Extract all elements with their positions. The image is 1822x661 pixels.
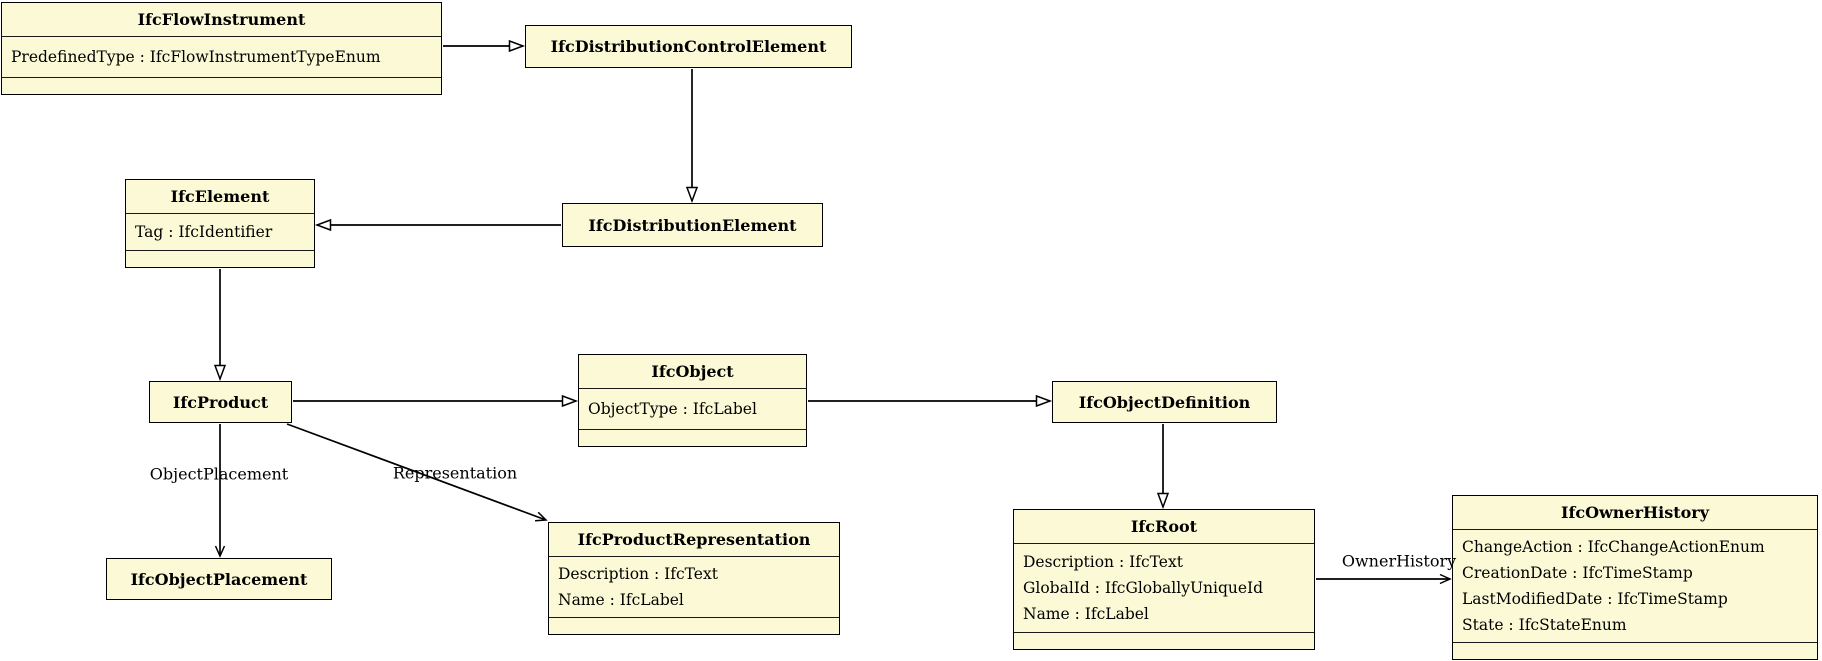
operations-compartment	[2, 77, 441, 94]
attributes-compartment: ObjectType : IfcLabel	[579, 388, 806, 429]
attribute-line: State : IfcStateEnum	[1462, 616, 1627, 634]
class-title: IfcDistributionElement	[588, 215, 797, 235]
operations-compartment	[579, 429, 806, 446]
class-box-ifcproduct: IfcProduct	[149, 381, 292, 423]
class-box-ifcobjectdefinition: IfcObjectDefinition	[1052, 381, 1277, 423]
class-title: IfcProductRepresentation	[577, 530, 811, 549]
attributes-compartment: ChangeAction : IfcChangeActionEnum Creat…	[1453, 529, 1817, 642]
class-title: IfcObject	[651, 362, 734, 381]
class-box-ifcobject: IfcObject ObjectType : IfcLabel	[578, 354, 807, 447]
attributes-compartment: Description : IfcText Name : IfcLabel	[549, 556, 839, 617]
class-box-ifcobjectplacement: IfcObjectPlacement	[106, 558, 332, 600]
attribute-line: ChangeAction : IfcChangeActionEnum	[1462, 538, 1765, 556]
operations-compartment	[549, 617, 839, 634]
class-title: IfcElement	[170, 187, 270, 206]
attribute-line: Name : IfcLabel	[558, 591, 684, 609]
class-title: IfcObjectDefinition	[1078, 392, 1251, 412]
operations-compartment	[1453, 642, 1817, 659]
attribute-line: Description : IfcText	[1023, 553, 1183, 571]
class-box-ifcproductrepresentation: IfcProductRepresentation Description : I…	[548, 522, 840, 635]
class-box-ifcdistributioncontrolelement: IfcDistributionControlElement	[525, 25, 852, 68]
attribute-line: PredefinedType : IfcFlowInstrumentTypeEn…	[11, 48, 381, 66]
attributes-compartment: Tag : IfcIdentifier	[126, 213, 314, 250]
attribute-line: GlobalId : IfcGloballyUniqueId	[1023, 579, 1264, 597]
edge-label-objectplacement: ObjectPlacement	[149, 464, 289, 484]
class-box-ifcownerhistory: IfcOwnerHistory ChangeAction : IfcChange…	[1452, 495, 1818, 660]
class-box-ifcdistributionelement: IfcDistributionElement	[562, 203, 823, 247]
class-title: IfcFlowInstrument	[137, 10, 306, 29]
edge-label-ownerhistory: OwnerHistory	[1341, 551, 1457, 571]
attribute-line: Tag : IfcIdentifier	[135, 223, 273, 241]
operations-compartment	[126, 250, 314, 267]
edge-label-representation: Representation	[392, 463, 518, 483]
attribute-line: Name : IfcLabel	[1023, 605, 1149, 623]
attributes-compartment: PredefinedType : IfcFlowInstrumentTypeEn…	[2, 36, 441, 77]
attribute-line: ObjectType : IfcLabel	[588, 400, 757, 418]
attribute-line: Description : IfcText	[558, 565, 718, 583]
class-title: IfcDistributionControlElement	[550, 37, 827, 56]
class-title: IfcProduct	[172, 392, 269, 412]
attribute-line: LastModifiedDate : IfcTimeStamp	[1462, 590, 1728, 608]
class-title: IfcObjectPlacement	[130, 569, 308, 589]
class-title: IfcOwnerHistory	[1560, 503, 1710, 522]
attribute-line: CreationDate : IfcTimeStamp	[1462, 564, 1693, 582]
class-box-ifcroot: IfcRoot Description : IfcText GlobalId :…	[1013, 509, 1315, 650]
class-title: IfcRoot	[1130, 517, 1198, 536]
class-box-ifcflowinstrument: IfcFlowInstrument PredefinedType : IfcFl…	[1, 2, 442, 95]
class-box-ifcelement: IfcElement Tag : IfcIdentifier	[125, 179, 315, 268]
attributes-compartment: Description : IfcText GlobalId : IfcGlob…	[1014, 543, 1314, 632]
operations-compartment	[1014, 632, 1314, 649]
